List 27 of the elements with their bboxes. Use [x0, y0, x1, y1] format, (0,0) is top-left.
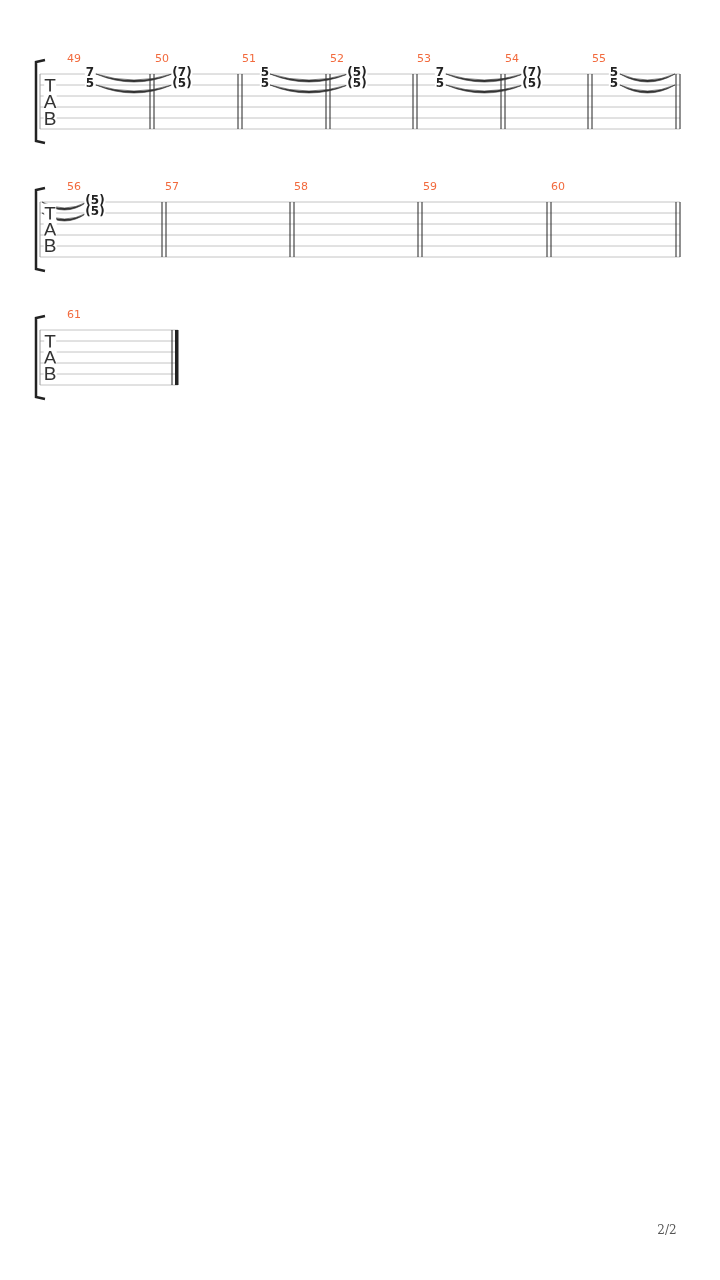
measure-number: 61: [67, 308, 81, 320]
measure-number: 59: [423, 180, 437, 192]
measure-number: 52: [330, 52, 344, 64]
measure-number: 49: [67, 52, 81, 64]
tab-clef-letter: A: [43, 219, 57, 239]
measure-number: 56: [67, 180, 81, 192]
fret-number: 5: [608, 77, 620, 89]
measure-number: 51: [242, 52, 256, 64]
fret-number: (5): [84, 194, 106, 206]
fret-number: (7): [171, 66, 193, 78]
fret-number: 5: [84, 77, 96, 89]
page-number: 2/2: [657, 1224, 677, 1236]
measure-number: 53: [417, 52, 431, 64]
fret-number: (5): [84, 205, 106, 217]
measure-number: 58: [294, 180, 308, 192]
fret-number: 5: [259, 77, 271, 89]
fret-number: (7): [521, 66, 543, 78]
fret-number: 5: [434, 77, 446, 89]
measure-number: 60: [551, 180, 565, 192]
fret-number: (5): [521, 77, 543, 89]
measure-number: 55: [592, 52, 606, 64]
measure-number: 54: [505, 52, 519, 64]
fret-number: (5): [346, 66, 368, 78]
fret-number: (5): [346, 77, 368, 89]
measure-number: 57: [165, 180, 179, 192]
measure-number: 50: [155, 52, 169, 64]
fret-number: (5): [171, 77, 193, 89]
